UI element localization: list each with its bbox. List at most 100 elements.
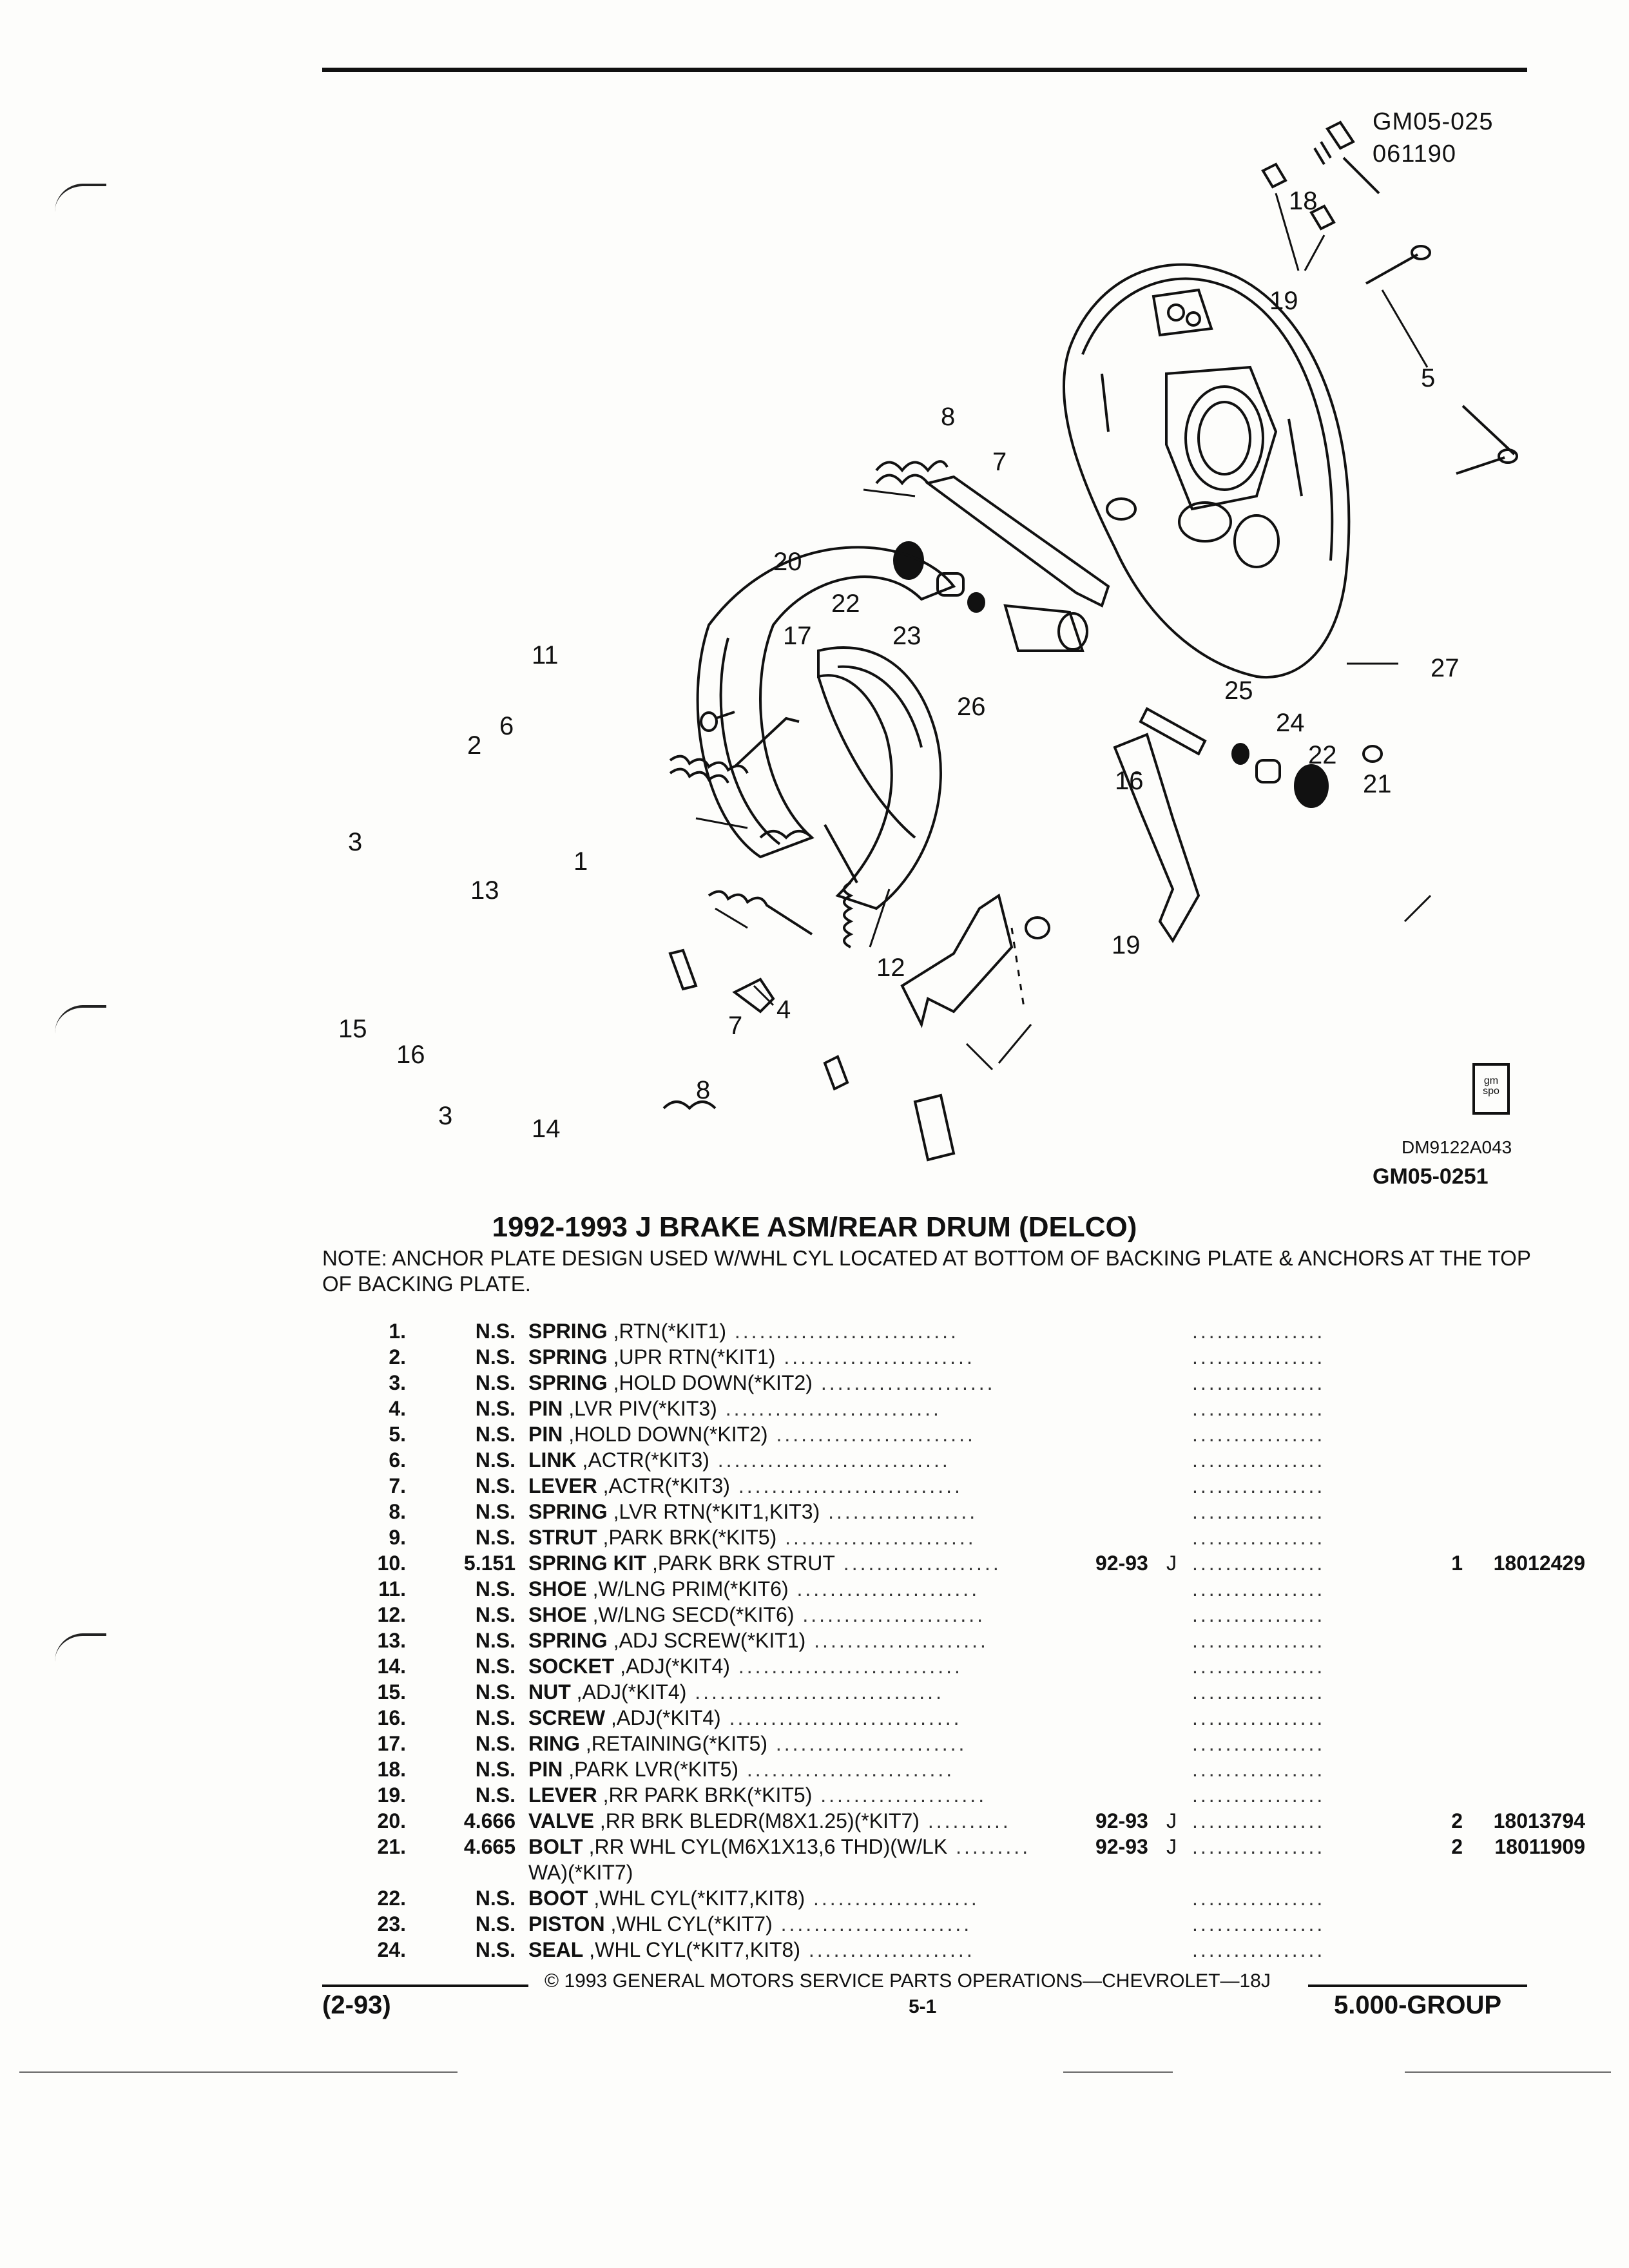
dot-leader: ...................... [794,1603,985,1626]
quantity [1418,1783,1463,1809]
parts-row: 3.N.S.SPRING ,HOLD DOWN(*KIT2) .........… [335,1371,1585,1397]
dot-leader: ................ [1192,1783,1325,1807]
callout-label: 17 [783,622,812,650]
part-name: PISTON [528,1912,605,1936]
part-name: LEVER [528,1474,597,1497]
model-code [1166,1500,1192,1526]
note-text: NOTE: ANCHOR PLATE DESIGN USED W/WHL CYL… [322,1246,1531,1296]
dot-leader: ...................... [788,1577,980,1600]
quantity [1418,1680,1463,1706]
backing-plate-drawing [1062,263,1351,679]
figure-code: GM05-0251 [1373,1164,1489,1189]
part-detail: ,PARK BRK STRUT [652,1552,835,1575]
quantity [1418,1861,1463,1887]
part-number [1463,1603,1585,1629]
ref-number: 14. [377,1655,406,1678]
callout-label: 23 [892,622,921,650]
group-number: N.S. [475,1887,516,1910]
ref-number: 11. [378,1577,406,1600]
part-detail: ,WHL CYL(*KIT7,KIT8) [589,1938,800,1961]
part-number [1463,1577,1585,1603]
part-description: SPRING KIT ,PARK BRK STRUT .............… [516,1552,1095,1577]
dot-leader: ............................ [720,1706,962,1729]
callout-label: 22 [831,590,860,618]
dot-leader: .......... [919,1809,1011,1832]
model-code [1166,1423,1192,1448]
parts-row: 9.N.S.STRUT ,PARK BRK(*KIT5) ...........… [335,1526,1585,1552]
part-detail: ,ACTR(*KIT3) [602,1474,730,1497]
model-years [1095,1474,1166,1500]
springs-drawing [662,716,858,1110]
drawing-code: DM9122A043 [1402,1137,1512,1157]
quantity [1418,1526,1463,1552]
parts-row: 12.N.S.SHOE ,W/LNG SECD(*KIT6) .........… [335,1603,1585,1629]
parts-table: 1.N.S.SPRING ,RTN(*KIT1) ...............… [335,1320,1585,1964]
group-number: N.S. [475,1603,516,1626]
part-name: SHOE [528,1603,587,1626]
group-number: N.S. [475,1758,516,1781]
parts-row: 4.N.S.PIN ,LVR PIV(*KIT3) ..............… [335,1397,1585,1423]
part-description: BOLT ,RR WHL CYL(M6X1X13,6 THD)(W/LK ...… [516,1835,1095,1861]
quantity [1418,1345,1463,1371]
dot-leader: ........................... [729,1474,963,1497]
part-detail: ,ACTR(*KIT3) [582,1448,709,1472]
model-code [1166,1706,1192,1732]
dot-leader: ................ [1192,1448,1325,1472]
ref-number: 9. [389,1526,406,1549]
model-code [1166,1912,1192,1938]
parts-row: 8.N.S.SPRING ,LVR RTN(*KIT1,KIT3) ......… [335,1500,1585,1526]
part-number [1463,1912,1585,1938]
part-detail: ,ADJ(*KIT4) [620,1655,730,1678]
dot-leader: ..................... [805,1629,988,1652]
group-number: N.S. [475,1371,516,1394]
model-code [1166,1474,1192,1500]
quantity: 1 [1451,1552,1463,1575]
group-number: N.S. [475,1629,516,1652]
ref-number: 3. [389,1371,406,1394]
model-code: J [1166,1809,1177,1832]
quantity [1418,1474,1463,1500]
model-years: 92-93 [1095,1835,1148,1858]
strut-spring-drawing [875,460,1110,608]
parts-row: 11.N.S.SHOE ,W/LNG PRIM(*KIT6) .........… [335,1577,1585,1603]
parts-row: 5.N.S.PIN ,HOLD DOWN(*KIT2) ............… [335,1423,1585,1448]
dot-leader: ........................... [729,1655,963,1678]
part-name: BOLT [528,1835,583,1858]
margin-mark [55,1633,106,1662]
dot-leader: ....................... [772,1912,972,1936]
callout-label: 1 [574,847,588,876]
callout-label: 7 [992,448,1007,476]
dot-leader: ................ [1192,1758,1325,1781]
dot-leader: ................ [1192,1474,1325,1497]
model-code [1166,1680,1192,1706]
dot-leader: ................ [1192,1552,1325,1575]
group-number: N.S. [475,1732,516,1755]
model-years [1095,1423,1166,1448]
model-code [1166,1783,1192,1809]
dot-leader: ........................ [767,1423,976,1446]
ref-number: 6. [389,1448,406,1472]
ref-number: 4. [389,1397,406,1420]
bottom-rule [19,2071,458,2073]
page-title: 1992-1993 J BRAKE ASM/REAR DRUM (DELCO) [492,1211,1137,1243]
model-code: J [1166,1835,1177,1858]
dot-leader: ................ [1192,1680,1325,1704]
part-description: NUT ,ADJ(*KIT4) ........................… [516,1680,1095,1706]
part-detail: ,LVR RTN(*KIT1,KIT3) [613,1500,820,1523]
part-description: STRUT ,PARK BRK(*KIT5) .................… [516,1526,1095,1552]
gm-spo-logo: gm spo [1472,1063,1510,1115]
model-years [1095,1371,1166,1397]
part-detail: ,HOLD DOWN(*KIT2) [613,1371,813,1394]
part-detail: ,PARK BRK(*KIT5) [602,1526,777,1549]
dot-leader: .............................. [686,1680,944,1704]
quantity [1418,1397,1463,1423]
ref-number: 10. [377,1552,406,1575]
group-number: N.S. [475,1448,516,1472]
part-name: LEVER [528,1783,597,1807]
ref-number: 7. [389,1474,406,1497]
model-code [1166,1320,1192,1345]
quantity: 2 [1451,1835,1463,1858]
parts-row: 13.N.S.SPRING ,ADJ SCREW(*KIT1) ........… [335,1629,1585,1655]
model-code [1166,1397,1192,1423]
